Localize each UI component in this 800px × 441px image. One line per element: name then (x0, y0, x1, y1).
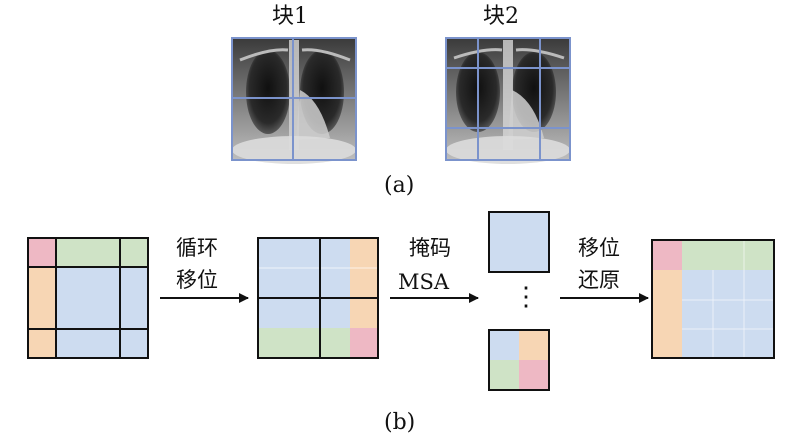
window-grid-block1 (231, 37, 357, 161)
window-grid-block2 (445, 37, 571, 161)
window-mixed (488, 329, 550, 391)
caption-a: (a) (384, 173, 415, 198)
grid-original-windows (27, 237, 149, 359)
cyclic-shift-label-line2: 移位 (176, 268, 218, 292)
reverse-shift-label-line1: 移位 (578, 236, 620, 260)
lung-left (246, 50, 290, 134)
grid-restored (651, 239, 775, 359)
xray-image-block2 (445, 37, 571, 164)
window-uniform (488, 211, 550, 273)
caption-b: (b) (384, 410, 416, 435)
masked-msa-label-line1: 掩码 (409, 236, 451, 260)
masked-msa-label-line2: MSA (398, 270, 450, 294)
reverse-shift-label-line2: 还原 (578, 268, 620, 292)
block2-label: 块2 (483, 4, 519, 29)
grid-cyclic-shifted (257, 237, 379, 359)
ellipsis: ⋮ (513, 282, 539, 312)
block1-label: 块1 (272, 4, 308, 29)
cyclic-shift-label-line1: 循环 (176, 236, 218, 260)
xray-image-block1 (231, 37, 357, 164)
